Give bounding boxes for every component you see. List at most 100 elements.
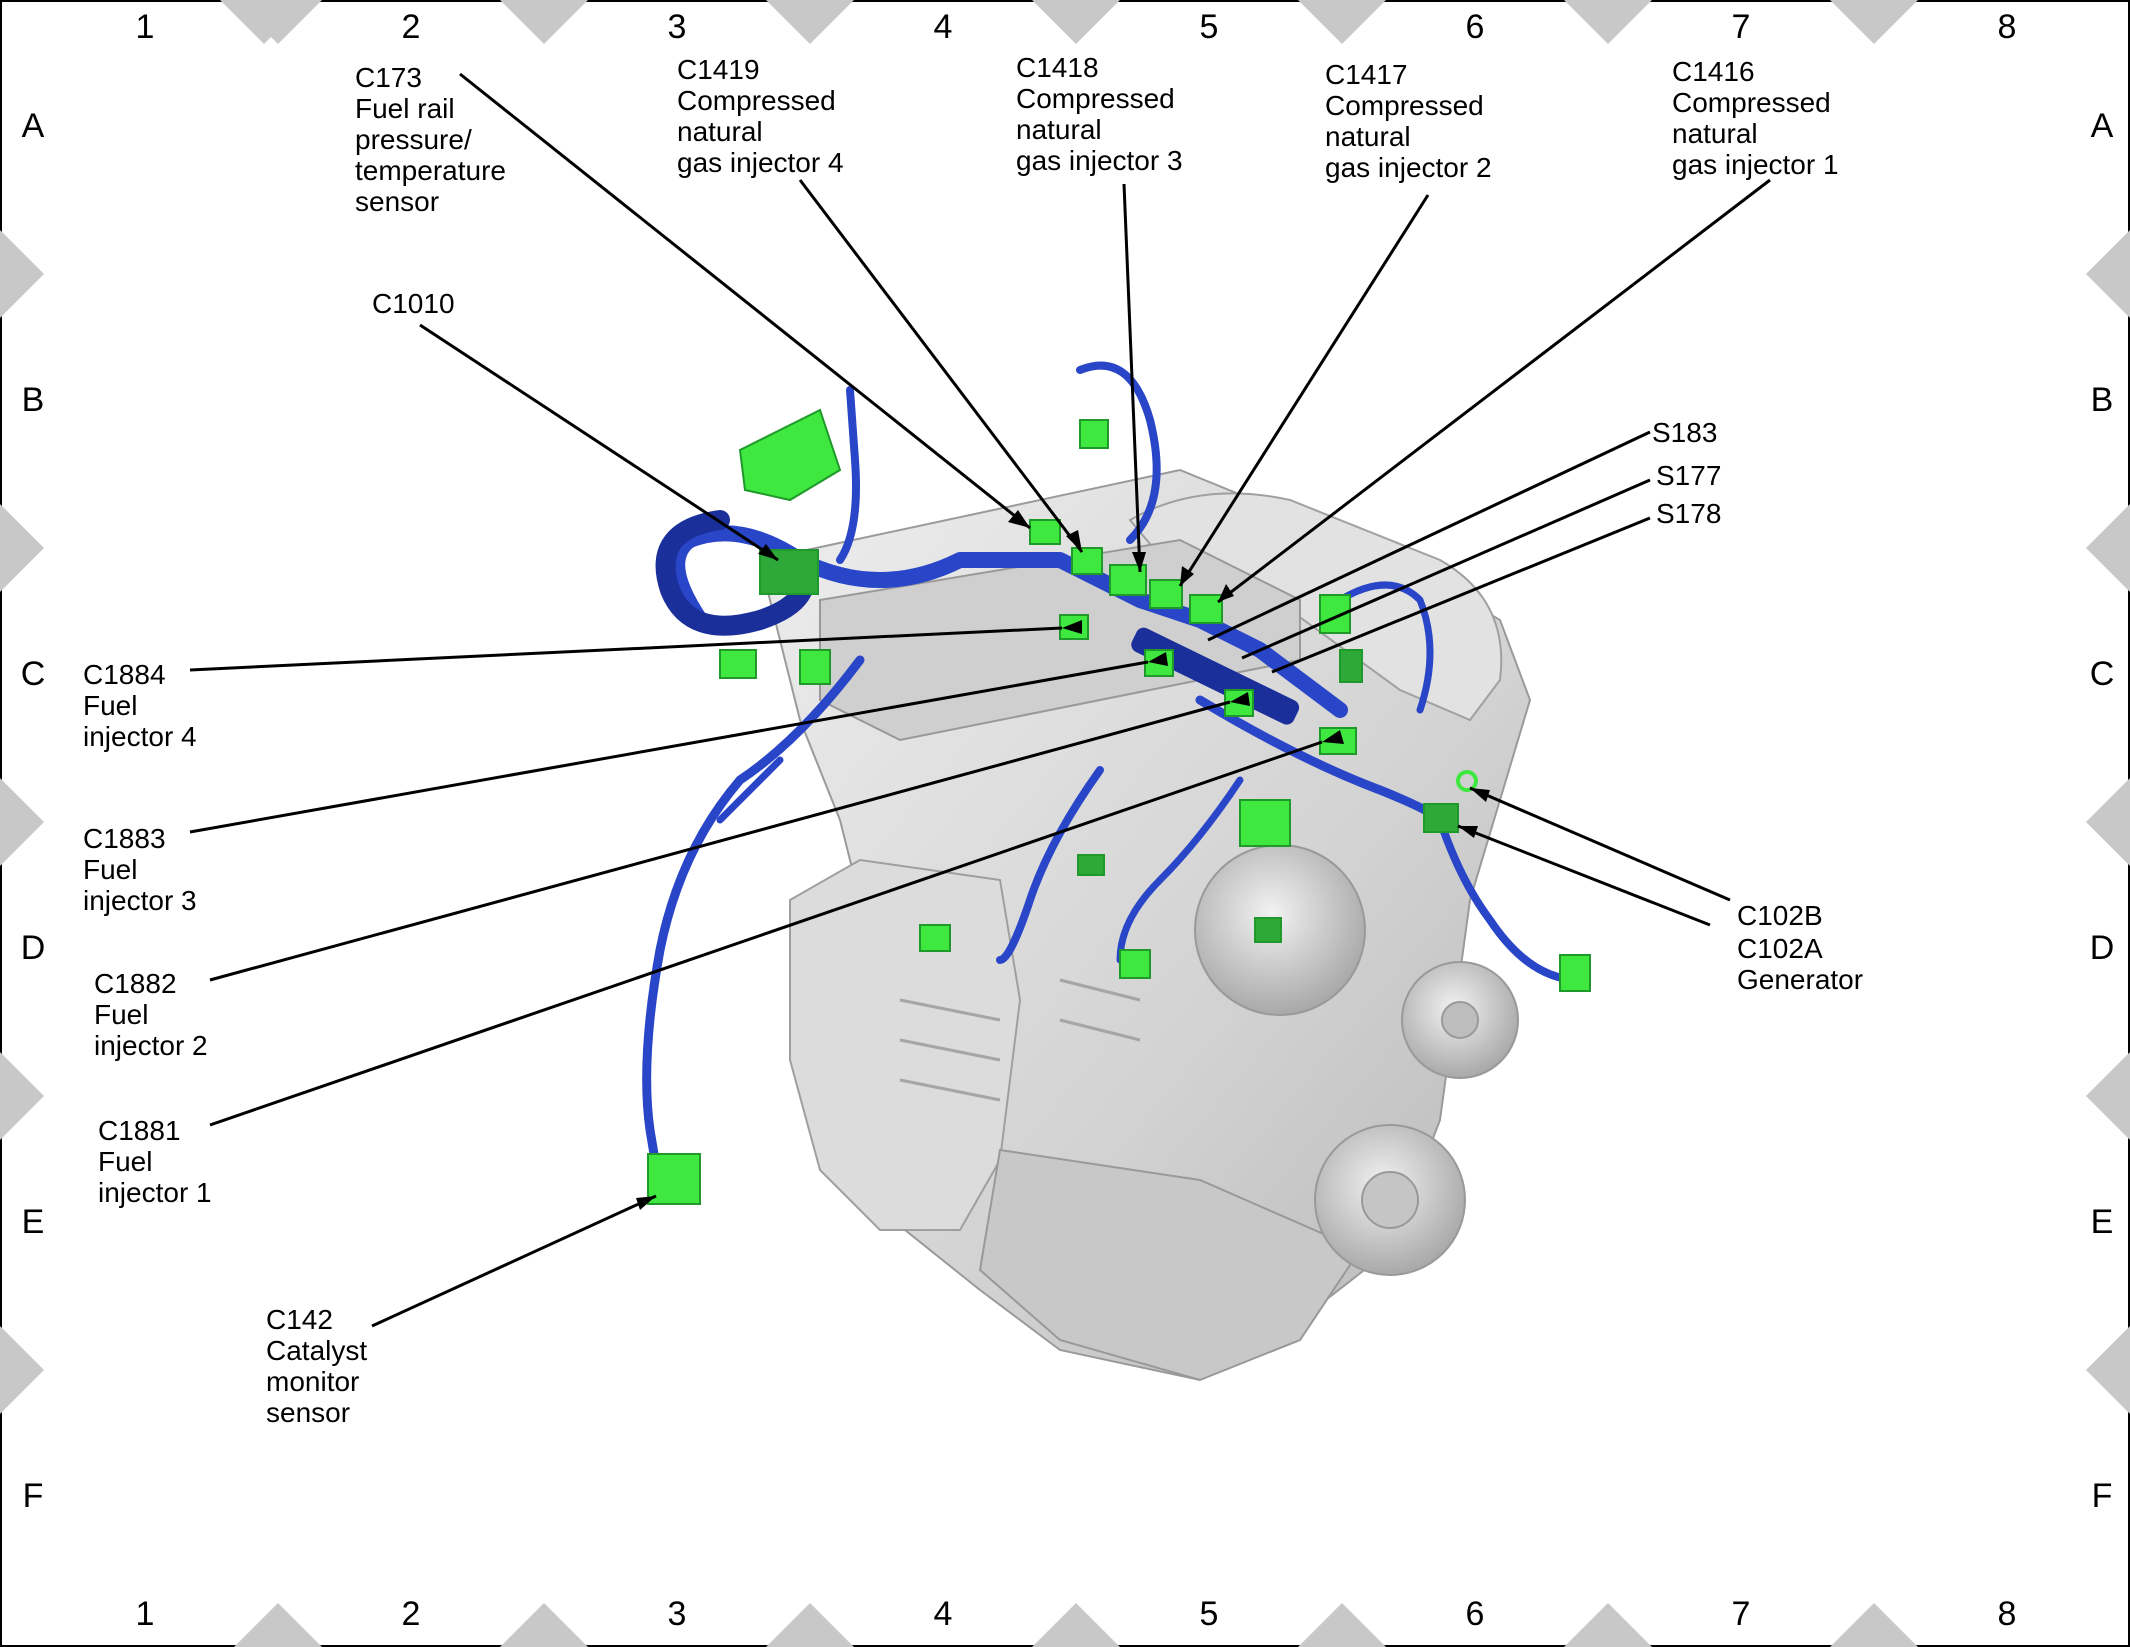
- grid-column-label: 5: [1200, 8, 1219, 46]
- grid-border-marker: [220, 0, 308, 44]
- connector-c1416: [1189, 594, 1223, 624]
- callout-c1417: C1417 Compressed natural gas injector 2: [1325, 59, 1492, 183]
- grid-border-marker: [0, 230, 44, 318]
- grid-border-marker: [1298, 1603, 1386, 1647]
- leader-c1884: [189, 626, 1063, 672]
- grid-border-marker: [1564, 1603, 1652, 1647]
- grid-row-label: D: [2090, 929, 2115, 967]
- connector-misc-5: [919, 924, 951, 952]
- callout-line: injector 1: [98, 1177, 212, 1208]
- grid-border-marker: [0, 1052, 44, 1140]
- callout-line: C1419: [677, 54, 760, 85]
- connector-misc-4: [799, 649, 831, 685]
- grid-border-marker: [1298, 0, 1386, 44]
- connector-misc-9: [1339, 649, 1363, 683]
- harness-loop: [655, 510, 815, 636]
- callout-labels: C173 Fuel rail pressure/ temperature sen…: [83, 52, 1863, 1428]
- harness-branch-c142: [642, 655, 865, 1165]
- grid-border-marker: [500, 1603, 588, 1647]
- leader-c1010: [419, 323, 779, 562]
- connectors: [647, 408, 1591, 1205]
- connector-misc-11: [1254, 917, 1282, 943]
- grid-row-label: C: [21, 655, 46, 693]
- grid-row-label: A: [2091, 107, 2114, 145]
- grid-border-marker: [2086, 778, 2130, 866]
- grid-row-label: F: [23, 1477, 44, 1515]
- connector-c1417: [1149, 579, 1183, 609]
- harness-branch-top: [1076, 361, 1161, 544]
- grid-border-marker: [0, 778, 44, 866]
- grid-column-label: 8: [1998, 8, 2017, 46]
- callout-line: C1883: [83, 823, 166, 854]
- callout-c1882: C1882 Fuel injector 2: [94, 968, 208, 1061]
- callout-line: C142: [266, 1304, 333, 1335]
- callout-line: natural: [677, 116, 763, 147]
- callout-c102b: C102B: [1737, 900, 1823, 931]
- grid-column-label: 3: [668, 1595, 687, 1633]
- harness-branch-upper: [836, 386, 860, 564]
- callout-line: gas injector 2: [1325, 152, 1492, 183]
- harness-branch-right: [1436, 816, 1584, 984]
- callout-c1883: C1883 Fuel injector 3: [83, 823, 197, 916]
- callout-line: injector 4: [83, 721, 197, 752]
- leader-arrowheads: [636, 510, 1490, 1210]
- harness-branch-lower: [996, 766, 1104, 964]
- leader-c1883: [189, 660, 1149, 834]
- arrowhead: [1470, 788, 1490, 802]
- callout-line: Compressed: [1016, 83, 1175, 114]
- callout-line: Generator: [1737, 964, 1863, 995]
- callout-line: Compressed: [677, 85, 836, 116]
- callout-c1416: C1416 Compressed natural gas injector 1: [1672, 56, 1839, 180]
- grid-row-label: C: [2090, 655, 2115, 693]
- callout-line: C1418: [1016, 52, 1099, 83]
- arrowhead: [1066, 530, 1082, 552]
- arrowhead: [1062, 620, 1082, 634]
- arrowhead: [1180, 566, 1194, 586]
- arrowhead: [1322, 730, 1344, 744]
- connector-misc-7: [1079, 419, 1109, 449]
- leader-c1417: [1178, 194, 1430, 587]
- connector-c173: [1029, 519, 1061, 545]
- leader-s183: [1207, 430, 1651, 642]
- callout-line: injector 2: [94, 1030, 208, 1061]
- grid-column-labels-top: 1 2 3 4 5 6 7 8: [136, 8, 2017, 46]
- leader-lines: [189, 72, 1771, 1328]
- grid-column-label: 1: [136, 1595, 155, 1633]
- connector-misc-6: [1119, 949, 1151, 979]
- grid-row-label: E: [22, 1203, 45, 1241]
- callout-line: C1882: [94, 968, 177, 999]
- arrowhead: [636, 1196, 656, 1210]
- callout-line: temperature: [355, 155, 506, 186]
- grid-row-label: D: [21, 929, 46, 967]
- transmission-housing: [789, 858, 1022, 1231]
- harness-branch-left: [716, 756, 784, 824]
- callout-c1884: C1884 Fuel injector 4: [83, 659, 197, 752]
- callout-line: sensor: [266, 1397, 350, 1428]
- arrowhead: [1148, 652, 1168, 666]
- grid-border-marker: [1032, 0, 1120, 44]
- grid-border-marker: [1564, 0, 1652, 44]
- callout-line: C1881: [98, 1115, 181, 1146]
- grid-row-label: B: [2091, 381, 2114, 419]
- grid-border-marker: [1830, 1603, 1918, 1647]
- grid-border-marker: [766, 1603, 854, 1647]
- grid-column-label: 5: [1200, 1595, 1219, 1633]
- grid-border-marker: [1032, 1603, 1120, 1647]
- grid-column-label: 2: [402, 8, 421, 46]
- connector-misc-10: [1077, 854, 1105, 876]
- grid-column-label: 8: [1998, 1595, 2017, 1633]
- connector-c1419: [1071, 547, 1103, 575]
- grid-border-marker: [2086, 1326, 2130, 1414]
- grid-row-labels-left: A B C D E F: [21, 107, 46, 1515]
- grid-column-label: 7: [1732, 8, 1751, 46]
- callout-c173: C173 Fuel rail pressure/ temperature sen…: [355, 62, 514, 217]
- leader-c173: [459, 72, 1031, 530]
- callout-line: natural: [1325, 121, 1411, 152]
- arrowhead: [1458, 826, 1478, 838]
- arrowhead: [1230, 692, 1250, 706]
- callout-line: C173: [355, 62, 422, 93]
- leader-s177: [1241, 478, 1651, 660]
